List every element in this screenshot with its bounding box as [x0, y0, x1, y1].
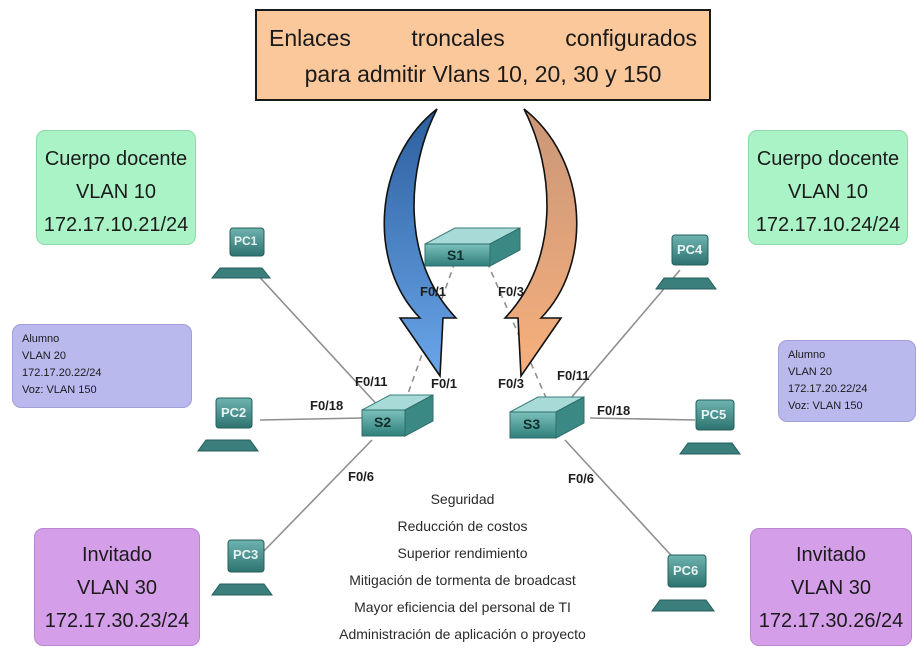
switch-s1-label: S1	[447, 247, 465, 263]
vlan20-left-voice: Voz: VLAN 150	[22, 384, 97, 396]
pc5-label: PC5	[701, 407, 727, 422]
callout-line-1: Enlaces troncales configurados	[269, 25, 697, 51]
switch-s3-shape	[509, 396, 585, 439]
trunk-links	[404, 261, 548, 403]
vlan10-left-vlan: VLAN 10	[75, 181, 157, 203]
vlan20-left-vlan: VLAN 20	[22, 350, 67, 362]
pc4-shape	[655, 234, 717, 290]
link-pc2-s2	[259, 417, 364, 421]
pc2-shape	[197, 397, 259, 452]
benefit-item: Reducción de costos	[397, 518, 528, 534]
switch-s1-shape	[424, 227, 521, 267]
port-s2-f0-6: F0/6	[348, 469, 375, 484]
link-pc4-s3	[564, 269, 681, 406]
benefit-item: Administración de aplicación o proyecto	[339, 626, 586, 642]
port-s3-f0-11: F0/11	[557, 368, 590, 383]
benefits-list: Seguridad Reducción de costos Superior r…	[300, 486, 625, 648]
benefit-item: Mitigación de tormenta de broadcast	[349, 572, 576, 588]
pc2-label: PC2	[221, 405, 247, 420]
port-s1-f0-3: F0/3	[498, 284, 525, 299]
vlan20-right-ip: 172.17.20.22/24	[788, 383, 868, 395]
vlan20-left-role: Alumno	[22, 333, 60, 345]
pc5-shape	[679, 399, 741, 455]
trunk-s1-s2	[404, 261, 456, 403]
vlan10-left-role: Cuerpo docente	[44, 148, 188, 170]
port-s3-f0-18: F0/18	[597, 403, 631, 418]
pc4-label: PC4	[677, 242, 703, 257]
link-pc5-s3	[589, 417, 696, 421]
port-s2-f0-18: F0/18	[310, 398, 344, 413]
switch-s2-label: S2	[374, 414, 392, 430]
switch-s3-label: S3	[523, 416, 541, 432]
vlan10-right-vlan: VLAN 10	[787, 181, 869, 203]
link-pc1-s2	[252, 269, 383, 411]
vlan20-right-voice: Voz: VLAN 150	[788, 400, 863, 412]
pc6-label: PC6	[673, 563, 699, 578]
vlan20-left-box: Alumno VLAN 20 172.17.20.22/24 Voz: VLAN…	[12, 324, 192, 408]
orange-curved-arrow	[503, 108, 578, 379]
trunk-callout-box: Enlaces troncales configurados para admi…	[255, 9, 711, 101]
port-s1-f0-1: F0/1	[420, 284, 447, 299]
port-s2-f0-11: F0/11	[355, 374, 388, 389]
benefit-item: Superior rendimiento	[397, 545, 528, 561]
vlan30-left-ip: 172.17.30.23/24	[44, 610, 190, 632]
port-s3-f0-6: F0/6	[568, 471, 595, 486]
link-pc3-s2	[259, 439, 373, 556]
vlan20-right-box: Alumno VLAN 20 172.17.20.22/24 Voz: VLAN…	[778, 340, 916, 422]
pc6-shape	[651, 554, 715, 612]
vlan20-right-role: Alumno	[788, 349, 826, 361]
pc3-label: PC3	[233, 547, 259, 562]
pc1-shape	[210, 227, 272, 279]
vlan30-left-vlan: VLAN 30	[76, 577, 158, 599]
trunk-s1-s3	[486, 261, 548, 401]
access-links	[252, 269, 696, 566]
port-s2-f0-1: F0/1	[431, 376, 458, 391]
switch-s2-shape	[361, 394, 434, 437]
link-pc6-s3	[564, 439, 681, 566]
benefit-item: Mayor eficiencia del personal de TI	[354, 599, 571, 615]
port-s3-f0-3: F0/3	[498, 376, 525, 391]
vlan30-left-role: Invitado	[81, 544, 153, 566]
vlan30-right-role: Invitado	[795, 544, 867, 566]
vlan20-right-vlan: VLAN 20	[788, 366, 833, 378]
vlan30-left-box: Invitado VLAN 30 172.17.30.23/24	[34, 528, 200, 646]
callout-line-2: para admitir Vlans 10, 20, 30 y 150	[304, 61, 662, 87]
vlan10-left-box: Cuerpo docente VLAN 10 172.17.10.21/24	[36, 130, 196, 245]
vlan10-right-role: Cuerpo docente	[756, 148, 900, 170]
vlan20-left-ip: 172.17.20.22/24	[22, 367, 102, 379]
vlan10-left-ip: 172.17.10.21/24	[43, 214, 189, 236]
vlan10-right-ip: 172.17.10.24/24	[755, 214, 901, 236]
pc3-shape	[211, 539, 273, 596]
vlan10-right-box: Cuerpo docente VLAN 10 172.17.10.24/24	[748, 130, 908, 245]
pc1-label: PC1	[234, 234, 258, 248]
blue-curved-arrow	[383, 108, 458, 379]
vlan30-right-box: Invitado VLAN 30 172.17.30.26/24	[750, 528, 912, 646]
vlan30-right-vlan: VLAN 30	[790, 577, 872, 599]
benefit-item: Seguridad	[430, 491, 495, 507]
vlan30-right-ip: 172.17.30.26/24	[758, 610, 904, 632]
